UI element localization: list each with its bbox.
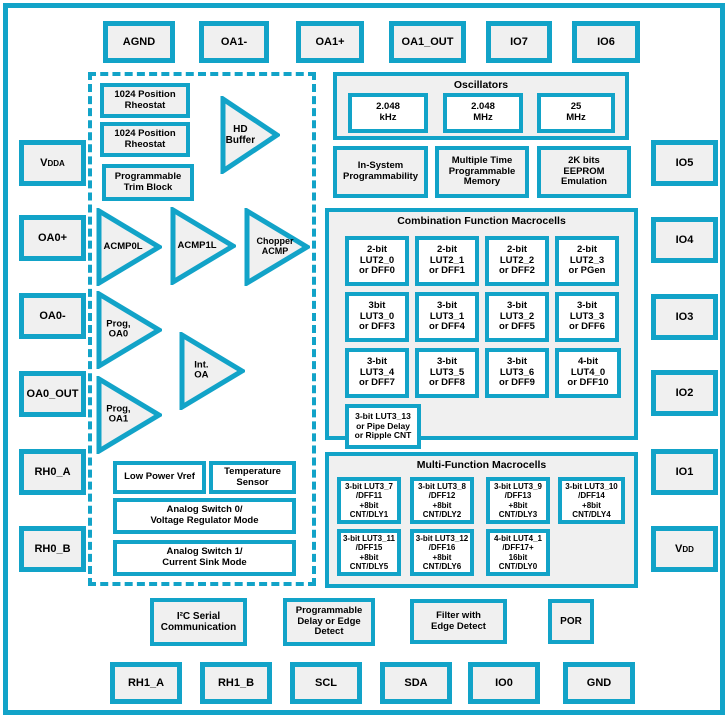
pin-io6: IO6 [572, 21, 640, 63]
amp-chopper-acmp: Chopper ACMP [244, 208, 310, 286]
pin-io2: IO2 [651, 370, 718, 416]
block-filter-edge-detect: Filter with Edge Detect [410, 599, 507, 644]
block-rheostat-2: 1024 Position Rheostat [100, 122, 190, 157]
macrocell-lut3-6: 3-bit LUT3_6 or DFF9 [485, 348, 549, 398]
block-in-system-programmability: In-System Programmability [333, 146, 428, 198]
analog-region [88, 72, 316, 586]
macrocell-lut3-0: 3bit LUT3_0 or DFF3 [345, 292, 409, 342]
pin-io0: IO0 [468, 662, 540, 704]
macrocell-lut2-2: 2-bit LUT2_2 or DFF2 [485, 236, 549, 286]
pin-io4: IO4 [651, 217, 718, 263]
pin-io1: IO1 [651, 449, 718, 495]
amp-int-oa: Int. OA [179, 332, 245, 410]
triangle-shape [220, 96, 280, 174]
block-eeprom-emulation: 2K bits EEPROM Emulation [537, 146, 631, 198]
amp-prog-oa1: Prog, OA1 [96, 376, 162, 454]
pin-oa1-out: OA1_OUT [389, 21, 466, 63]
amp-acmp0l: ACMP0L [96, 208, 162, 286]
pin-io7: IO7 [486, 21, 552, 63]
macrocell-lut2-1: 2-bit LUT2_1 or DFF1 [415, 236, 479, 286]
triangle-shape [179, 332, 245, 410]
mfc-lut4-1: 4-bit LUT4_1 /DFF17+ 16bit CNT/DLY0 [486, 529, 550, 576]
mfc-lut3-9: 3-bit LUT3_9 /DFF13 +8bit CNT/DLY3 [486, 477, 550, 524]
block-analog-switch-0: Analog Switch 0/ Voltage Regulator Mode [113, 498, 296, 534]
pin-rh0-a: RH0_A [19, 449, 86, 495]
amp-acmp1l: ACMP1L [170, 207, 236, 285]
block-mtp-memory: Multiple Time Programmable Memory [435, 146, 529, 198]
mfc-lut3-11: 3-bit LUT3_11 /DFF15 +8bit CNT/DLY5 [337, 529, 401, 576]
pin-oa0-minus: OA0- [19, 293, 86, 339]
block-por: POR [548, 599, 594, 644]
combination-title: Combination Function Macrocells [397, 215, 566, 227]
triangle-shape [96, 376, 162, 454]
panel-multifunction-macrocells: Multi-Function Macrocells 3-bit LUT3_7 /… [325, 452, 638, 588]
amp-prog-oa0: Prog, OA0 [96, 291, 162, 369]
pin-gnd: GND [563, 662, 635, 704]
block-trim: Programmable Trim Block [102, 164, 194, 201]
triangle-shape [170, 207, 236, 285]
macrocell-lut3-4: 3-bit LUT3_4 or DFF7 [345, 348, 409, 398]
panel-oscillators: Oscillators 2.048 kHz 2.048 MHz 25 MHz [333, 72, 629, 140]
macrocell-lut4-0: 4-bit LUT4_0 or DFF10 [555, 348, 621, 398]
block-i2c-serial: I²C Serial Communication [150, 598, 247, 646]
pin-rh1-a: RH1_A [110, 662, 182, 704]
outer-frame [3, 3, 725, 715]
macrocell-lut3-3: 3-bit LUT3_3 or DFF6 [555, 292, 619, 342]
mfc-lut3-10: 3-bit LUT3_10 /DFF14 +8bit CNT/DLY4 [558, 477, 625, 524]
mfc-lut3-12: 3-bit LUT3_12 /DFF16 +8bit CNT/DLY6 [410, 529, 474, 576]
mfc-lut3-8: 3-bit LUT3_8 /DFF12 +8bit CNT/DLY2 [410, 477, 474, 524]
triangle-shape [96, 208, 162, 286]
block-analog-switch-1: Analog Switch 1/ Current Sink Mode [113, 540, 296, 576]
osc-2048-mhz: 2.048 MHz [443, 93, 523, 133]
block-temperature-sensor: Temperature Sensor [209, 461, 296, 494]
triangle-shape [244, 208, 310, 286]
pin-oa1-minus: OA1- [199, 21, 269, 63]
macrocell-lut2-0: 2-bit LUT2_0 or DFF0 [345, 236, 409, 286]
pin-rh1-b: RH1_B [200, 662, 272, 704]
block-programmable-delay: Programmable Delay or Edge Detect [283, 598, 375, 646]
oscillators-title: Oscillators [453, 79, 509, 91]
block-low-power-vref: Low Power Vref [113, 461, 206, 494]
pin-io3: IO3 [651, 294, 718, 340]
amp-hd-buffer: HD Buffer [220, 96, 280, 174]
pin-oa0-out: OA0_OUT [19, 371, 86, 417]
osc-2048-khz: 2.048 kHz [348, 93, 428, 133]
triangle-shape [96, 291, 162, 369]
pin-io5: IO5 [651, 140, 718, 186]
macrocell-lut3-5: 3-bit LUT3_5 or DFF8 [415, 348, 479, 398]
pin-sda: SDA [380, 662, 452, 704]
block-rheostat-1: 1024 Position Rheostat [100, 83, 190, 118]
macrocell-lut3-1: 3-bit LUT3_1 or DFF4 [415, 292, 479, 342]
pin-rh0-b: RH0_B [19, 526, 86, 572]
pin-agnd: AGND [103, 21, 175, 63]
macrocell-lut2-3: 2-bit LUT2_3 or PGen [555, 236, 619, 286]
pin-scl: SCL [290, 662, 362, 704]
macrocell-lut3-2: 3-bit LUT3_2 or DFF5 [485, 292, 549, 342]
osc-25-mhz: 25 MHz [537, 93, 615, 133]
panel-combination-macrocells: Combination Function Macrocells 2-bit LU… [325, 208, 638, 449]
macrocell-lut3-13: 3-bit LUT3_13 or Pipe Delay or Ripple CN… [345, 404, 421, 449]
pin-oa1-plus: OA1+ [296, 21, 364, 63]
pin-oa0-plus: OA0+ [19, 215, 86, 261]
mfc-lut3-7: 3-bit LUT3_7 /DFF11 +8bit CNT/DLY1 [337, 477, 401, 524]
multifunction-title: Multi-Function Macrocells [416, 459, 547, 471]
